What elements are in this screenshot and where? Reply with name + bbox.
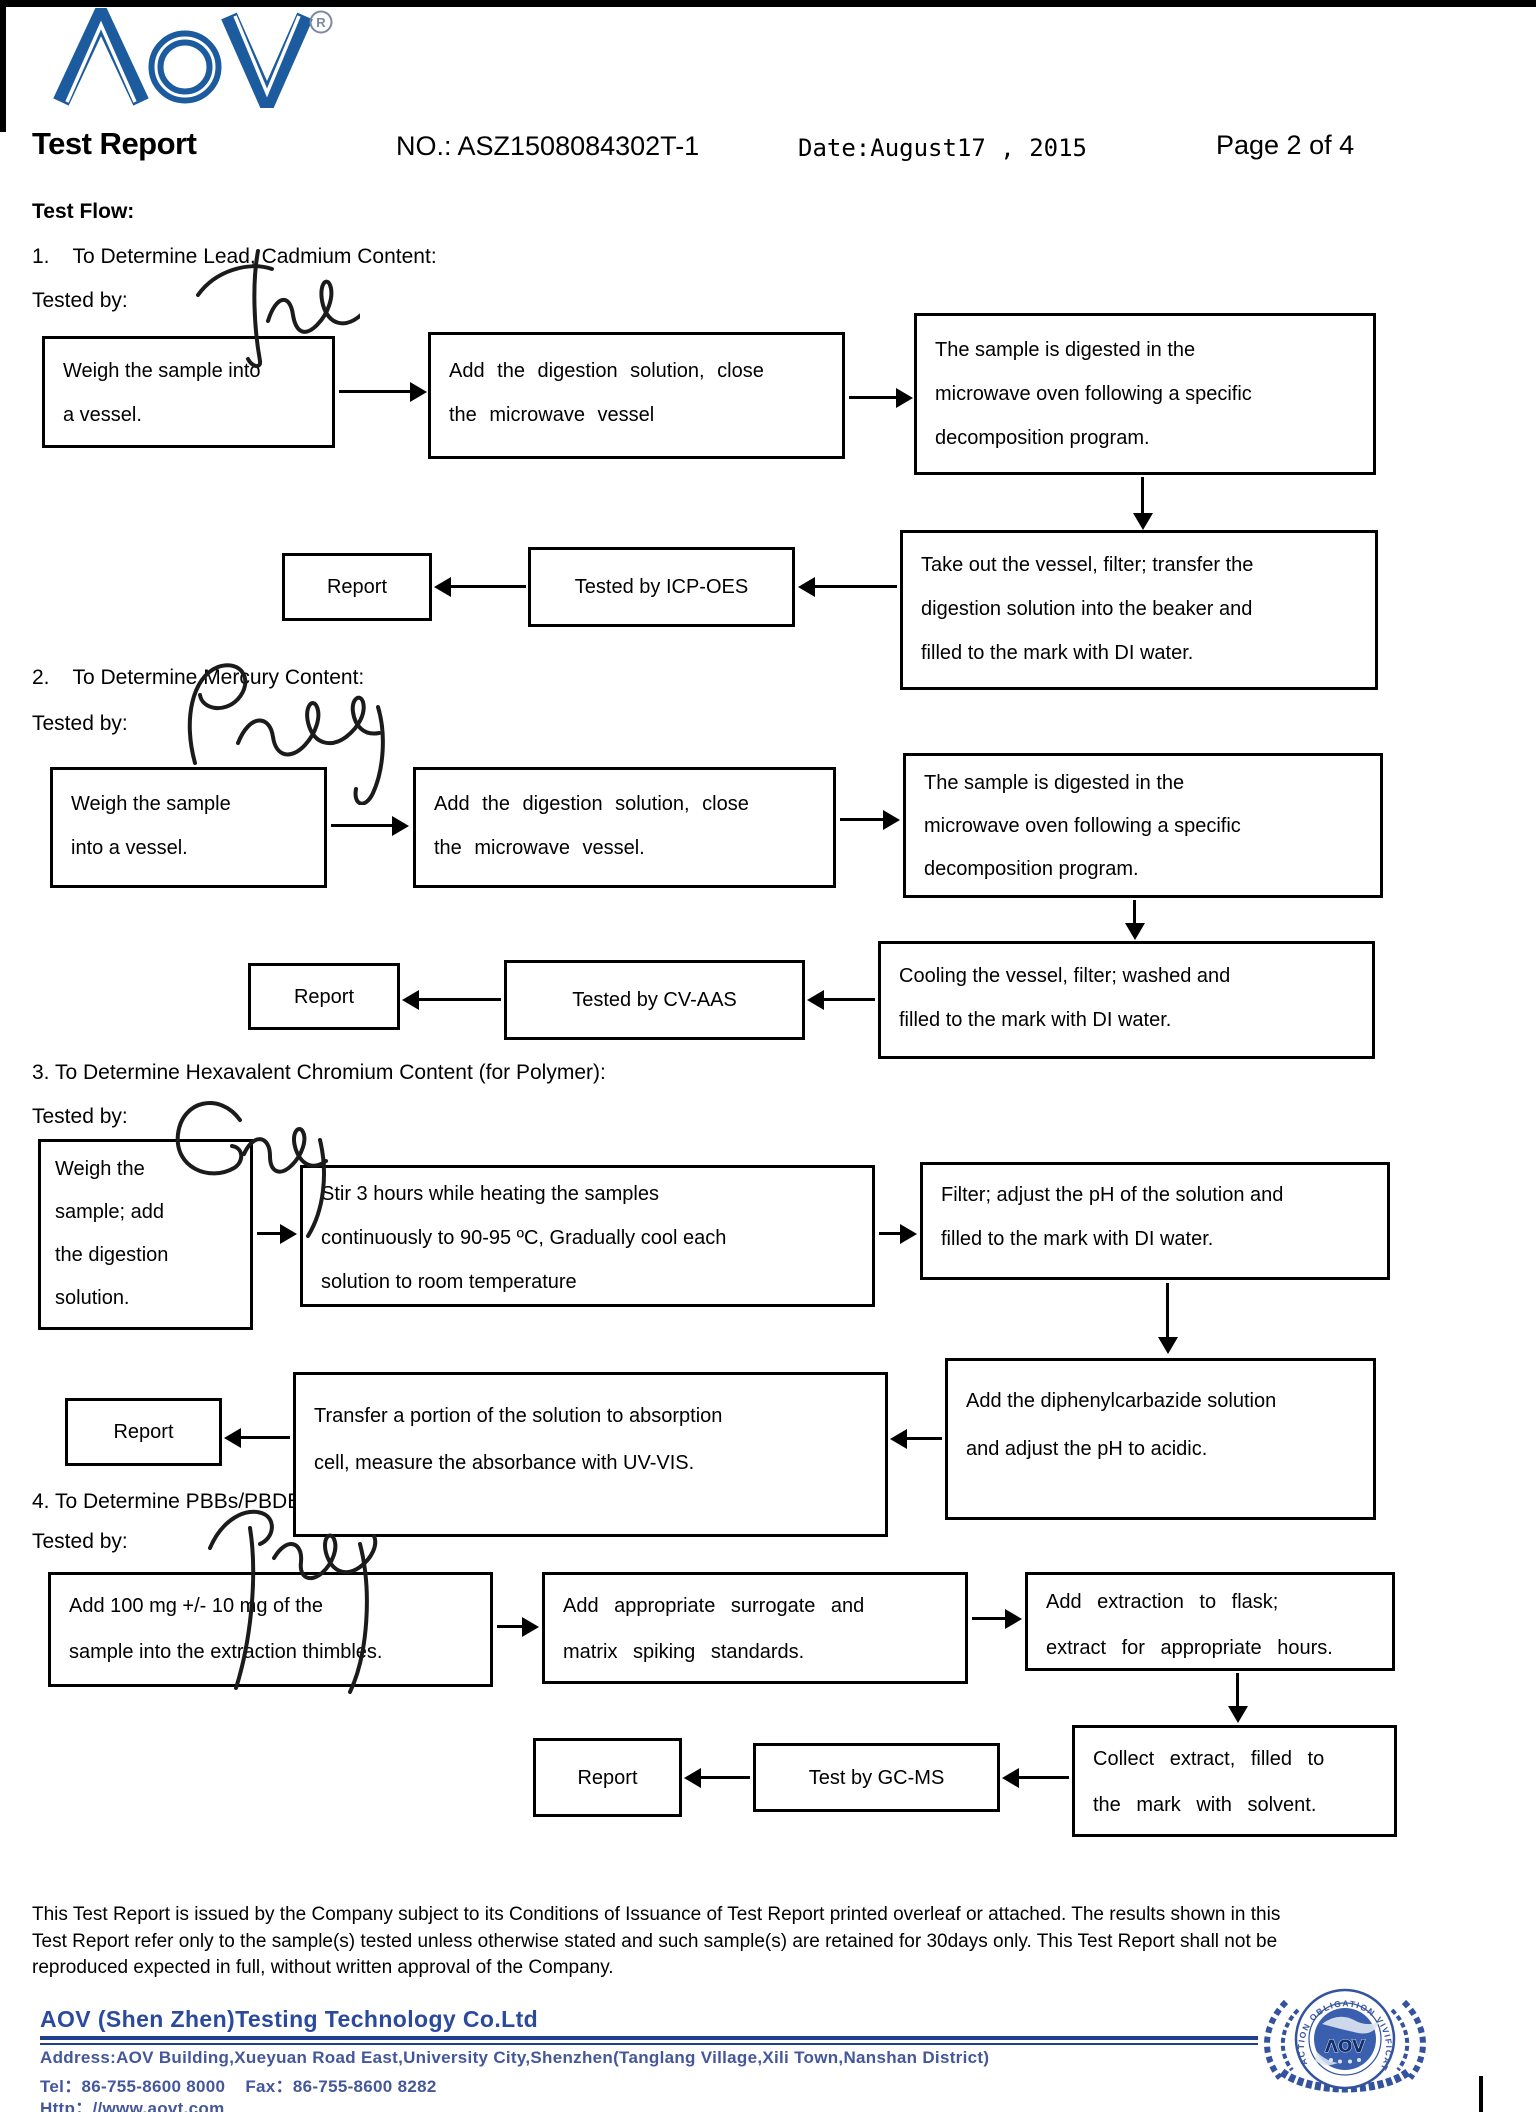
flow-box-s2-weigh: Weigh the sample into a vessel. (50, 767, 327, 888)
report-page: Page 2 of 4 (1216, 130, 1355, 160)
flow-arrow-s3-4 (906, 1437, 942, 1440)
flow-arrow-s4-5 (700, 1776, 750, 1779)
flow-arrow-s3-5 (240, 1436, 290, 1439)
section-4-tested-by-label: Tested by: (32, 1530, 128, 1553)
flow-arrow-s2-4 (823, 998, 875, 1001)
flow-arrow-s1-1 (339, 390, 411, 393)
flow-box-s4-method: Test by GC-MS (753, 1743, 1000, 1812)
section-2-signature (187, 663, 385, 805)
flow-box-s1-report: Report (282, 553, 432, 621)
flow-arrow-s4-3 (1236, 1673, 1239, 1707)
report-title: Test Report (32, 126, 197, 161)
flow-arrow-s2-2 (840, 818, 884, 821)
footer-disclaimer: This Test Report is issued by the Compan… (32, 1904, 1281, 1979)
flow-box-s4-weigh: Add 100 mg +/- 10 mg of the sample into … (48, 1572, 493, 1687)
report-date: Date:August17 , 2015 (798, 134, 1087, 162)
section-3-signature (175, 1101, 328, 1238)
section-1-tested-by-label: Tested by: (32, 289, 128, 312)
flow-box-s2-post: Cooling the vessel, filter; washed and f… (878, 941, 1375, 1059)
flow-box-s1-post: Take out the vessel, filter; transfer th… (900, 530, 1378, 690)
section-2-tested-by-label: Tested by: (32, 712, 128, 735)
footer-rule-thin (40, 2043, 1258, 2045)
aov-logo: R (53, 8, 333, 108)
flow-box-s3-stir: Stir 3 hours while heating the samples c… (300, 1165, 875, 1307)
flow-arrow-s2-5 (418, 998, 501, 1001)
flow-box-s3-transfer: Transfer a portion of the solution to ab… (293, 1372, 888, 1537)
section-4-signature (208, 1509, 378, 1694)
flow-box-s1-digest: The sample is digested in the microwave … (914, 313, 1376, 475)
flow-arrow-s3-2 (879, 1232, 901, 1235)
footer-address: Address:AOV Building,Xueyuan Road East,U… (40, 2048, 990, 2067)
flow-arrow-s1-3 (1141, 477, 1144, 514)
flow-box-s2-report: Report (248, 963, 400, 1030)
flow-arrow-s4-1 (497, 1625, 523, 1628)
section-1-heading: 1. To Determine Lead, Cadmium Content: (32, 245, 437, 268)
flow-box-s2-add: Add the digestion solution, close the mi… (413, 767, 836, 888)
section-1-signature (196, 249, 360, 368)
flow-box-s2-method: Tested by CV-AAS (504, 960, 805, 1040)
flow-box-s3-weigh: Weigh the sample; add the digestion solu… (38, 1139, 253, 1330)
flow-arrow-s1-5 (450, 585, 526, 588)
flow-arrow-s2-1 (331, 824, 393, 827)
section-3-tested-by-label: Tested by: (32, 1105, 128, 1128)
flow-box-s1-add: Add the digestion solution, close the mi… (428, 332, 845, 459)
registered-mark-icon: R (309, 10, 333, 34)
flow-box-s3-report: Report (65, 1398, 222, 1466)
flow-arrow-s1-4 (814, 585, 897, 588)
footer-http: Http：//www.aovt.com (40, 2099, 225, 2112)
svg-text:R: R (316, 15, 326, 30)
svg-text:ΛOV: ΛOV (1325, 2037, 1366, 2057)
report-number: NO.: ASZ1508084302T-1 (396, 131, 700, 161)
flow-box-s4-extract: Add extraction to flask; extract for app… (1025, 1572, 1395, 1671)
company-seal-icon: ACTION OBLIGATION VIVIFICATION ΛOV (1256, 1986, 1426, 2093)
company-name: AOV (Shen Zhen)Testing Technology Co.Ltd (40, 2006, 539, 2032)
flow-box-s1-method: Tested by ICP-OES (528, 547, 795, 627)
flow-arrow-s4-2 (972, 1617, 1006, 1620)
flow-box-s2-digest: The sample is digested in the microwave … (903, 753, 1383, 898)
flow-arrow-s3-3 (1166, 1283, 1169, 1338)
flow-box-s4-collect: Collect extract, filled to the mark with… (1072, 1725, 1397, 1837)
flow-arrow-s1-2 (849, 396, 897, 399)
scan-artifact-top (0, 0, 1536, 7)
section-2-heading: 2. To Determine Mercury Content: (32, 666, 365, 689)
flow-arrow-s3-1 (257, 1232, 281, 1235)
flow-arrow-s2-3 (1133, 900, 1136, 924)
flow-box-s4-report: Report (533, 1738, 682, 1817)
flow-arrow-s4-4 (1018, 1776, 1069, 1779)
flow-box-s3-reagent: Add the diphenylcarbazide solution and a… (945, 1358, 1376, 1520)
flow-box-s4-spike: Add appropriate surrogate and matrix spi… (542, 1572, 968, 1684)
footer-tel-fax: Tel：86-755-8600 8000 Fax：86-755-8600 828… (40, 2077, 437, 2096)
scan-artifact-left (0, 0, 6, 132)
section-3-heading: 3. To Determine Hexavalent Chromium Cont… (32, 1061, 606, 1084)
footer-rule-thick (40, 2036, 1258, 2040)
test-flow-label: Test Flow: (32, 200, 135, 223)
scan-artifact-bottom-right (1479, 2076, 1483, 2112)
flow-box-s3-filter: Filter; adjust the pH of the solution an… (920, 1162, 1390, 1280)
